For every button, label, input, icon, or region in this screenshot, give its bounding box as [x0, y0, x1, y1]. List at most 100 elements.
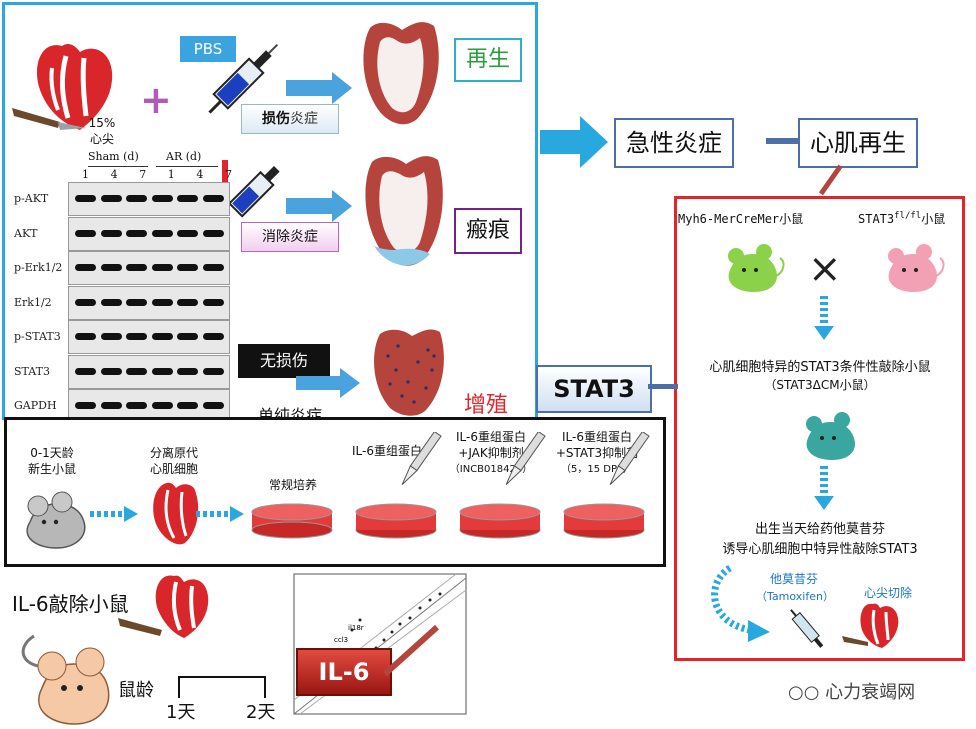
- blot-strip: [68, 320, 230, 354]
- blot-band: [202, 333, 224, 340]
- knockout-result-line2: （STAT3ΔCM小鼠）: [764, 378, 876, 392]
- blot-band: [75, 333, 96, 340]
- watermark-text: 心力衰竭网: [825, 682, 916, 703]
- treatment-line2: 诱导心肌细胞中特异性敲除STAT3: [722, 542, 918, 557]
- chat-bubble-icon: ○○: [788, 682, 820, 703]
- blot-strip: [68, 182, 230, 216]
- strain-left: Myh6-MerCreMer小鼠: [678, 212, 804, 226]
- age-label: 鼠龄: [118, 680, 154, 701]
- culture-dish: [251, 503, 333, 539]
- chip-to-frame-connector: [818, 164, 843, 196]
- blot-row-label: p-Erk1/2: [14, 261, 63, 274]
- curved-arrow-icon: [711, 564, 770, 642]
- dashed-arrow-down-icon-2: [814, 466, 834, 510]
- blot-day: 1: [82, 168, 89, 181]
- teal-mouse-icon: [806, 412, 856, 460]
- scatter-label-ccl3: ccl3: [334, 636, 348, 644]
- routine-culture-label: 常规培养: [268, 478, 317, 492]
- remove-inflammation-label: 消除炎症: [241, 222, 339, 252]
- blot-band: [177, 229, 198, 237]
- blot-header-ar: AR (d): [166, 150, 202, 163]
- arrow-right-icon-3: [296, 368, 360, 398]
- arrow-right-icon: [286, 72, 352, 104]
- scarred-heart-icon: [365, 156, 443, 266]
- blot-band: [177, 402, 198, 409]
- blot-day: 7: [139, 168, 147, 181]
- step1-line2: 新生小鼠: [27, 462, 76, 476]
- peach-mouse-icon: [21, 634, 110, 725]
- dashed-arrow-right-icon: [90, 506, 138, 522]
- knockout-model-panel: [674, 196, 965, 661]
- blot-band: [100, 402, 122, 409]
- blot-band: [177, 333, 198, 340]
- gray-mouse-icon: [26, 491, 86, 549]
- apex-label: 心尖: [89, 132, 114, 146]
- blot-band: [100, 264, 122, 271]
- syringe-icon: [208, 43, 279, 114]
- blot-band: [177, 195, 198, 202]
- blot-row-label: p-AKT: [14, 192, 49, 205]
- blot-band: [126, 229, 147, 237]
- blot-band: [75, 367, 96, 375]
- blot-band: [126, 367, 147, 375]
- blot-band: [126, 195, 147, 202]
- dish2-label-line1: IL-6重组蛋白: [456, 430, 526, 444]
- blot-band: [100, 229, 122, 237]
- blot-band: [151, 367, 173, 375]
- blot-row-label: AKT: [14, 226, 38, 240]
- chip-connector: [766, 138, 802, 144]
- drug-cn: 他莫昔芬: [769, 572, 818, 586]
- dashed-arrow-down-icon: [814, 296, 834, 340]
- blot-band: [126, 264, 147, 271]
- green-mouse-icon: [728, 244, 785, 292]
- blot-band: [151, 333, 173, 340]
- blot-band: [75, 229, 96, 237]
- drug-en: （Tamoxifen）: [756, 590, 834, 603]
- dish2-label-line2: +JAK抑制剂: [458, 446, 524, 460]
- treatment-line1: 出生当天给药他莫昔芬: [754, 522, 885, 537]
- apex-resection-heart-icon: [12, 44, 113, 130]
- blot-band: [177, 367, 198, 375]
- scatter-label-il18r: il18r: [348, 624, 364, 632]
- blot-band: [100, 367, 122, 375]
- dish3-label-line1: IL-6重组蛋白: [562, 430, 632, 444]
- apex-resection-small-icon: [842, 603, 899, 648]
- result-proliferation: 增殖: [463, 393, 508, 418]
- blot-strip: [68, 216, 230, 251]
- blot-band: [100, 195, 122, 202]
- timeline-bracket: [178, 676, 266, 698]
- day1-label: 1天: [166, 702, 196, 723]
- culture-dishes: [251, 503, 645, 539]
- step1-line1: 0-1天龄: [30, 446, 74, 460]
- blot-band: [202, 229, 224, 237]
- blot-band: [126, 402, 147, 409]
- blot-band: [75, 402, 96, 409]
- sham-underline: [88, 166, 148, 167]
- blot-band: [75, 298, 96, 306]
- knockout-result-line1: 心肌细胞特异的STAT3条件性敲除小鼠: [709, 360, 931, 375]
- blot-band: [177, 264, 198, 271]
- dish2-label-line3: （INCB018424）: [449, 464, 533, 475]
- blot-band: [126, 333, 147, 340]
- blot-strip: [68, 251, 230, 285]
- dish3-label-line2: +STAT3抑制剂: [555, 446, 639, 460]
- blot-strip: [68, 354, 230, 389]
- no-injury-label: 无损伤: [238, 344, 330, 378]
- blot-band: [100, 298, 122, 306]
- blot-band: [202, 264, 224, 271]
- apex-resection-heart-icon-2: [118, 575, 209, 638]
- pbs-label: PBS: [180, 36, 236, 62]
- blot-band: [126, 298, 147, 306]
- blot-row-label: GAPDH: [14, 399, 57, 412]
- proliferating-heart-icon: [374, 329, 444, 416]
- plus-icon: +: [140, 78, 172, 122]
- blot-strip: [68, 285, 230, 320]
- result-scar: 瘢痕: [454, 208, 522, 254]
- big-arrow-right-icon: [540, 116, 608, 168]
- watermark: ○○ 心力衰竭网: [788, 678, 915, 704]
- ar-underline: [156, 166, 218, 167]
- blot-band: [100, 333, 122, 340]
- stat3-tag: STAT3: [536, 365, 652, 413]
- injury-inflammation-label: 损伤炎症: [241, 104, 339, 134]
- apex-percent: 15%: [88, 116, 116, 130]
